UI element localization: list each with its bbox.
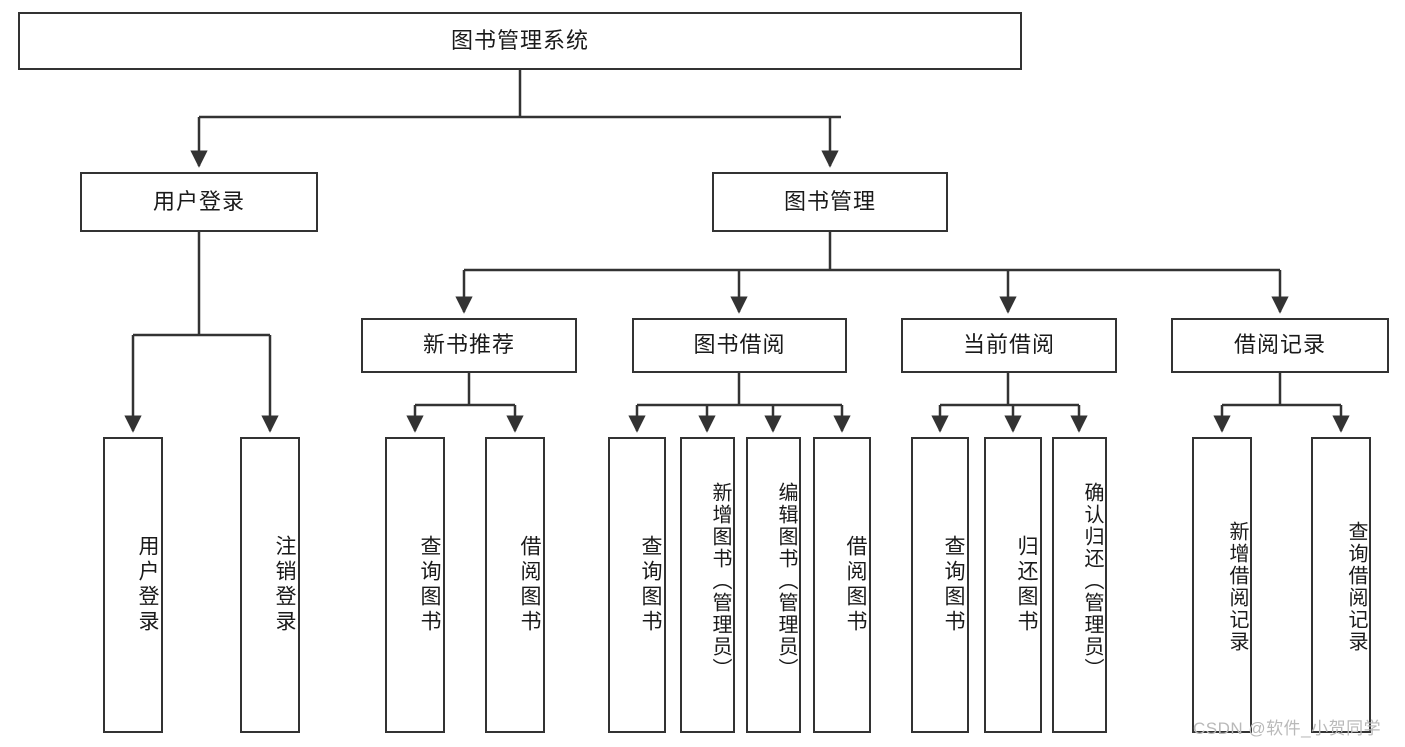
node-leaf-borrow-book-recommend-label: 借阅图书 [518,535,541,635]
node-leaf-add-book[interactable]: 新增图书（管理员） [680,437,735,733]
node-leaf-user-logout[interactable]: 注销登录 [240,437,300,733]
node-leaf-user-logout-label: 注销登录 [273,535,296,635]
node-leaf-query-borrow-record[interactable]: 查询借阅记录 [1311,437,1371,733]
node-leaf-confirm-return[interactable]: 确认归还（管理员） [1052,437,1107,733]
node-leaf-borrow-book-label: 借阅图书 [844,535,867,635]
node-root-label: 图书管理系统 [450,27,589,53]
node-leaf-query-book-borrow-label: 查询图书 [639,535,662,635]
node-leaf-add-borrow-record[interactable]: 新增借阅记录 [1192,437,1252,733]
node-leaf-borrow-book-recommend[interactable]: 借阅图书 [485,437,545,733]
node-user-login[interactable]: 用户登录 [80,172,318,232]
node-user-login-label: 用户登录 [152,188,245,214]
node-leaf-query-borrow-record-label: 查询借阅记录 [1345,521,1367,653]
node-leaf-return-book-label: 归还图书 [1015,535,1038,635]
node-leaf-add-book-label: 新增图书（管理员） [709,482,731,680]
node-leaf-query-book-recommend[interactable]: 查询图书 [385,437,445,733]
node-leaf-return-book[interactable]: 归还图书 [984,437,1042,733]
node-current-borrow-label: 当前借阅 [962,332,1055,358]
node-leaf-user-login-label: 用户登录 [136,535,159,635]
node-leaf-user-login[interactable]: 用户登录 [103,437,163,733]
node-current-borrow[interactable]: 当前借阅 [901,318,1117,373]
node-book-manage-label: 图书管理 [783,188,876,214]
watermark: CSDN @软件_小贺同学 [1193,714,1381,739]
node-leaf-query-book-recommend-label: 查询图书 [418,535,441,635]
node-root[interactable]: 图书管理系统 [18,12,1022,70]
node-borrow-record-label: 借阅记录 [1233,332,1326,358]
node-book-manage[interactable]: 图书管理 [712,172,948,232]
watermark-text: CSDN @软件_小贺同学 [1193,719,1382,738]
node-leaf-query-book-current-label: 查询图书 [942,535,965,635]
node-book-borrow-label: 图书借阅 [693,332,786,358]
node-leaf-edit-book[interactable]: 编辑图书（管理员） [746,437,801,733]
node-book-borrow[interactable]: 图书借阅 [632,318,847,373]
node-borrow-record[interactable]: 借阅记录 [1171,318,1389,373]
node-leaf-borrow-book[interactable]: 借阅图书 [813,437,871,733]
node-leaf-query-book-borrow[interactable]: 查询图书 [608,437,666,733]
node-new-book-recommend-label: 新书推荐 [422,332,515,358]
node-new-book-recommend[interactable]: 新书推荐 [361,318,577,373]
node-leaf-edit-book-label: 编辑图书（管理员） [775,482,797,680]
node-leaf-confirm-return-label: 确认归还（管理员） [1081,482,1103,680]
node-leaf-query-book-current[interactable]: 查询图书 [911,437,969,733]
node-leaf-add-borrow-record-label: 新增借阅记录 [1226,521,1248,653]
